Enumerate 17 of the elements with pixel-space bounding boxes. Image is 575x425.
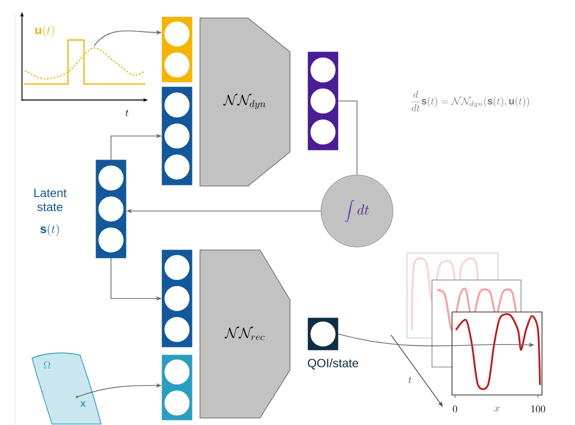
output-column (308, 52, 338, 150)
tick-label: $100$ (531, 406, 546, 412)
input-column (162, 16, 192, 82)
state-column (162, 250, 192, 348)
domain-label: $\Omega$ (44, 361, 50, 368)
output-label: QOI/state (308, 358, 358, 370)
axis-label: $t$ (408, 376, 412, 384)
signal-label: $\mathbf{u}(t)$ (35, 25, 54, 37)
network-block: $\mathcal{N}\mathcal{N}_{dyn}$ (200, 18, 290, 186)
network-block: $\mathcal{N}\mathcal{N}_{rec}$ (200, 250, 290, 418)
state-column (162, 86, 192, 186)
latent-label: Latent state (34, 188, 67, 212)
latent-symbol: $\mathbf{s}(t)$ (40, 224, 59, 236)
snapshot-stack-drawing (406, 252, 542, 398)
equation: $\frac{d}{dt}\mathbf{s}(t)=\mathcal{N}\mathcal{N}_{dyn}(\mathbf{s}(t),\mathbf{u}(t))$ (411, 90, 529, 112)
coordinate-column (162, 354, 192, 420)
point-label: $\mathbf{x}$ (80, 401, 86, 407)
